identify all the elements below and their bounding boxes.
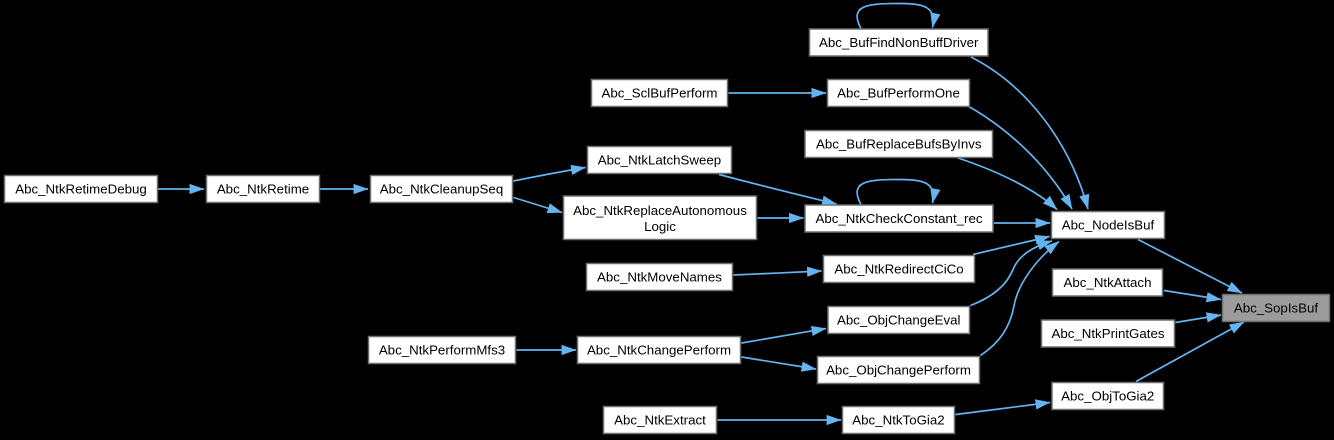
svg-text:Abc_BufFindNonBuffDriver: Abc_BufFindNonBuffDriver bbox=[819, 35, 979, 50]
svg-text:Logic: Logic bbox=[644, 219, 676, 234]
svg-text:Abc_NtkReplaceAutonomous: Abc_NtkReplaceAutonomous bbox=[573, 203, 747, 218]
svg-text:Abc_NtkChangePerform: Abc_NtkChangePerform bbox=[587, 343, 731, 358]
svg-text:Abc_NtkRetime: Abc_NtkRetime bbox=[217, 182, 309, 197]
svg-text:Abc_ObjChangeEval: Abc_ObjChangeEval bbox=[837, 313, 960, 328]
svg-text:Abc_NtkPerformMfs3: Abc_NtkPerformMfs3 bbox=[379, 343, 505, 358]
svg-text:Abc_NtkRetimeDebug: Abc_NtkRetimeDebug bbox=[15, 182, 147, 197]
svg-text:Abc_ObjToGia2: Abc_ObjToGia2 bbox=[1061, 389, 1154, 404]
svg-text:Abc_NtkLatchSweep: Abc_NtkLatchSweep bbox=[598, 153, 721, 168]
svg-text:Abc_NtkToGia2: Abc_NtkToGia2 bbox=[852, 413, 944, 428]
svg-text:Abc_ObjChangePerform: Abc_ObjChangePerform bbox=[826, 363, 971, 378]
svg-text:Abc_NtkCheckConstant_rec: Abc_NtkCheckConstant_rec bbox=[815, 211, 982, 226]
svg-text:Abc_NtkAttach: Abc_NtkAttach bbox=[1064, 275, 1152, 290]
svg-text:Abc_BufReplaceBufsByInvs: Abc_BufReplaceBufsByInvs bbox=[816, 137, 982, 152]
svg-text:Abc_NtkPrintGates: Abc_NtkPrintGates bbox=[1051, 326, 1164, 341]
svg-text:Abc_NodeIsBuf: Abc_NodeIsBuf bbox=[1062, 218, 1155, 233]
svg-text:Abc_NtkMoveNames: Abc_NtkMoveNames bbox=[597, 270, 722, 285]
svg-text:Abc_NtkRedirectCiCo: Abc_NtkRedirectCiCo bbox=[834, 262, 963, 277]
svg-text:Abc_NtkCleanupSeq: Abc_NtkCleanupSeq bbox=[380, 182, 503, 197]
svg-text:Abc_NtkExtract: Abc_NtkExtract bbox=[614, 413, 706, 428]
svg-text:Abc_BufPerformOne: Abc_BufPerformOne bbox=[837, 86, 960, 101]
svg-text:Abc_SclBufPerform: Abc_SclBufPerform bbox=[601, 86, 717, 101]
svg-text:Abc_SopIsBuf: Abc_SopIsBuf bbox=[1234, 301, 1319, 316]
